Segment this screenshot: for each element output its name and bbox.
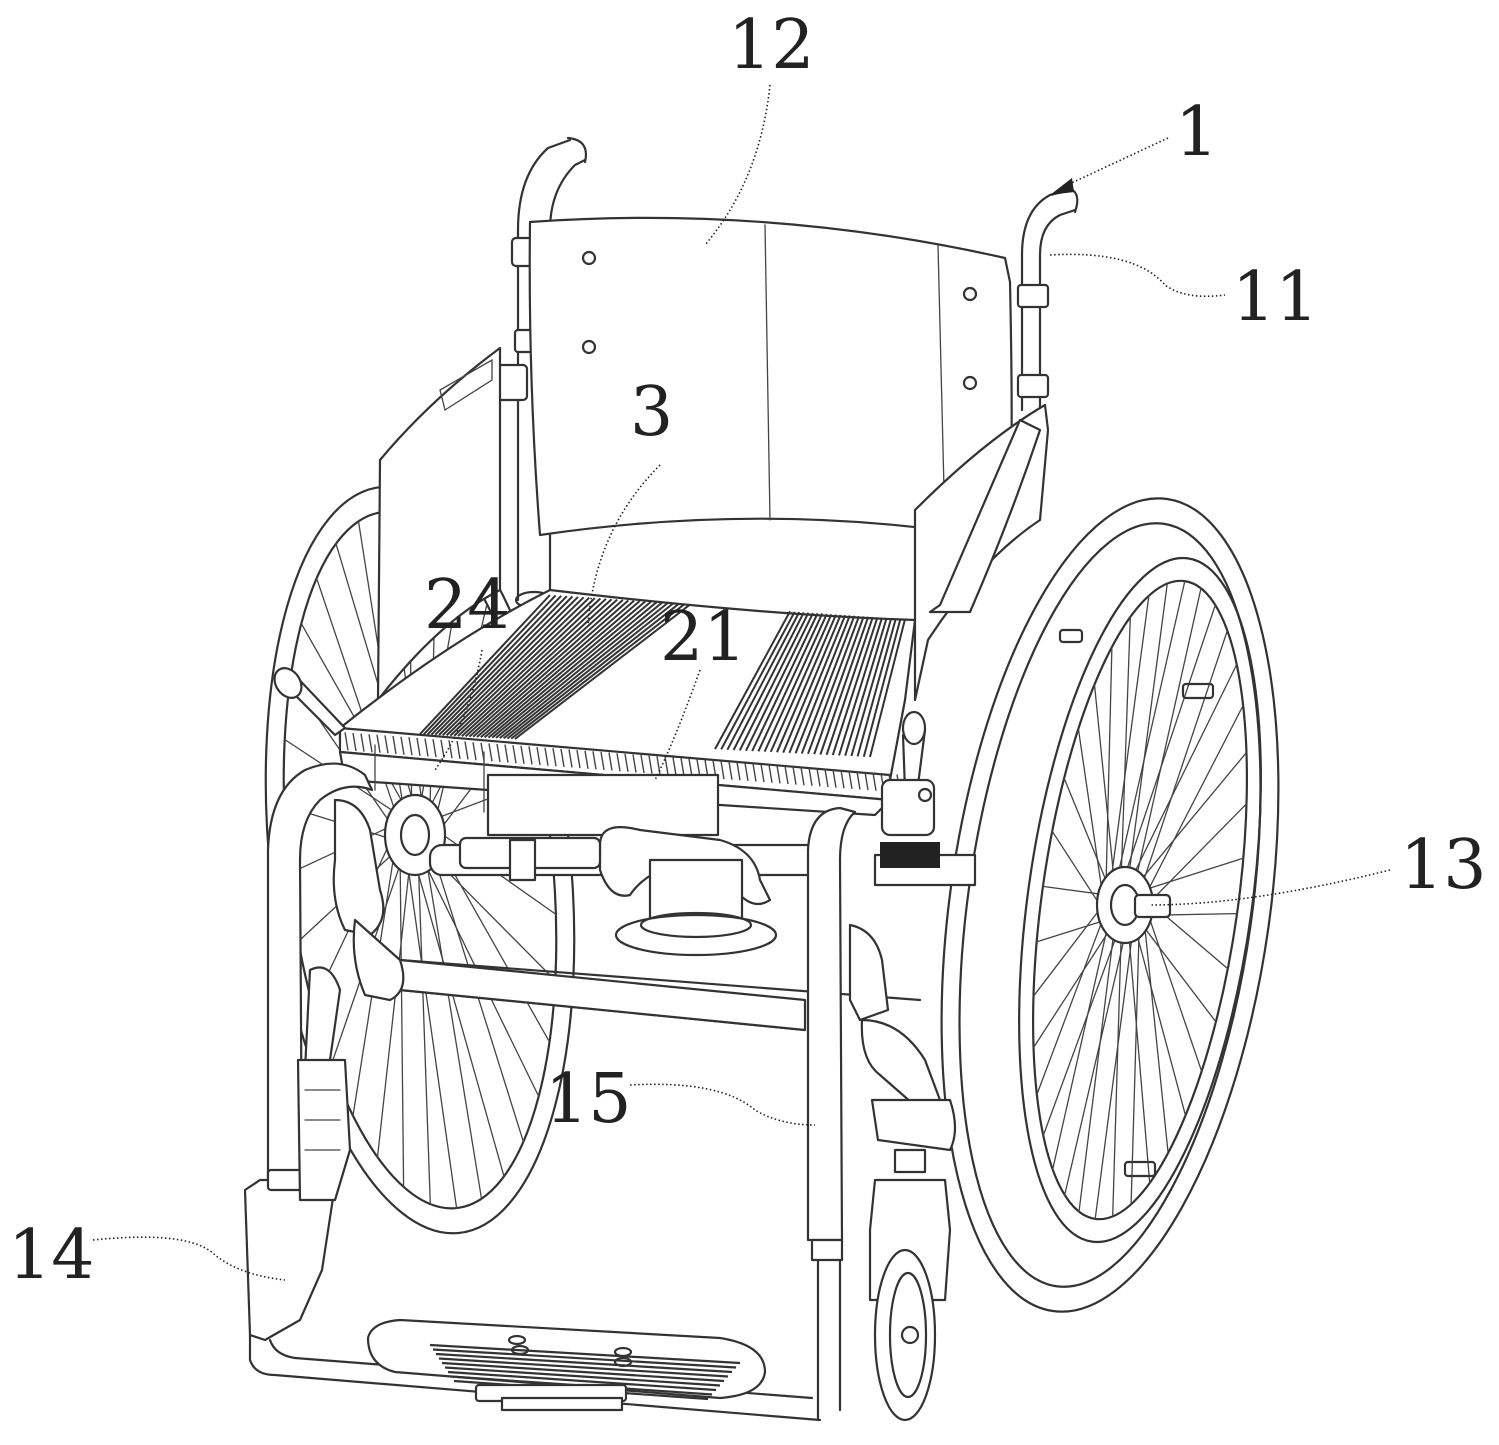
label-13: 13 xyxy=(1400,826,1487,905)
label-14: 14 xyxy=(8,1216,95,1295)
wheel-spoke xyxy=(1095,685,1115,879)
wheel-spoke xyxy=(1043,933,1117,1135)
wheel-spoke xyxy=(1064,778,1108,886)
wheel-spoke xyxy=(426,861,481,1199)
label-21: 21 xyxy=(660,598,747,677)
wheel-spoke xyxy=(1129,584,1168,876)
wheel-spoke xyxy=(408,863,457,1208)
wheel-spoke xyxy=(1144,858,1243,890)
label-12: 12 xyxy=(728,6,815,85)
footrest xyxy=(368,1320,765,1410)
wheel-spoke xyxy=(1043,886,1104,894)
wheel-spoke xyxy=(418,865,430,1205)
wheel-spoke xyxy=(1078,729,1103,900)
label-11: 11 xyxy=(1232,258,1319,337)
wheel-spoke xyxy=(1065,935,1125,1195)
label-15: 15 xyxy=(545,1060,632,1139)
label-1: 1 xyxy=(1175,93,1218,172)
wheel-spoke xyxy=(1142,631,1227,886)
wheel-spoke xyxy=(400,857,404,1187)
wheel-spoke xyxy=(1146,706,1243,895)
wheel-spoke xyxy=(1136,588,1201,879)
label-3: 3 xyxy=(630,373,673,452)
label-24: 24 xyxy=(424,566,511,645)
wheel-spoke xyxy=(416,865,504,1176)
under-seat-mechanism xyxy=(400,827,975,1030)
wheel-spoke xyxy=(1118,581,1185,877)
wheel-spoke xyxy=(1147,910,1202,1071)
wheel-spoke xyxy=(1034,905,1104,996)
